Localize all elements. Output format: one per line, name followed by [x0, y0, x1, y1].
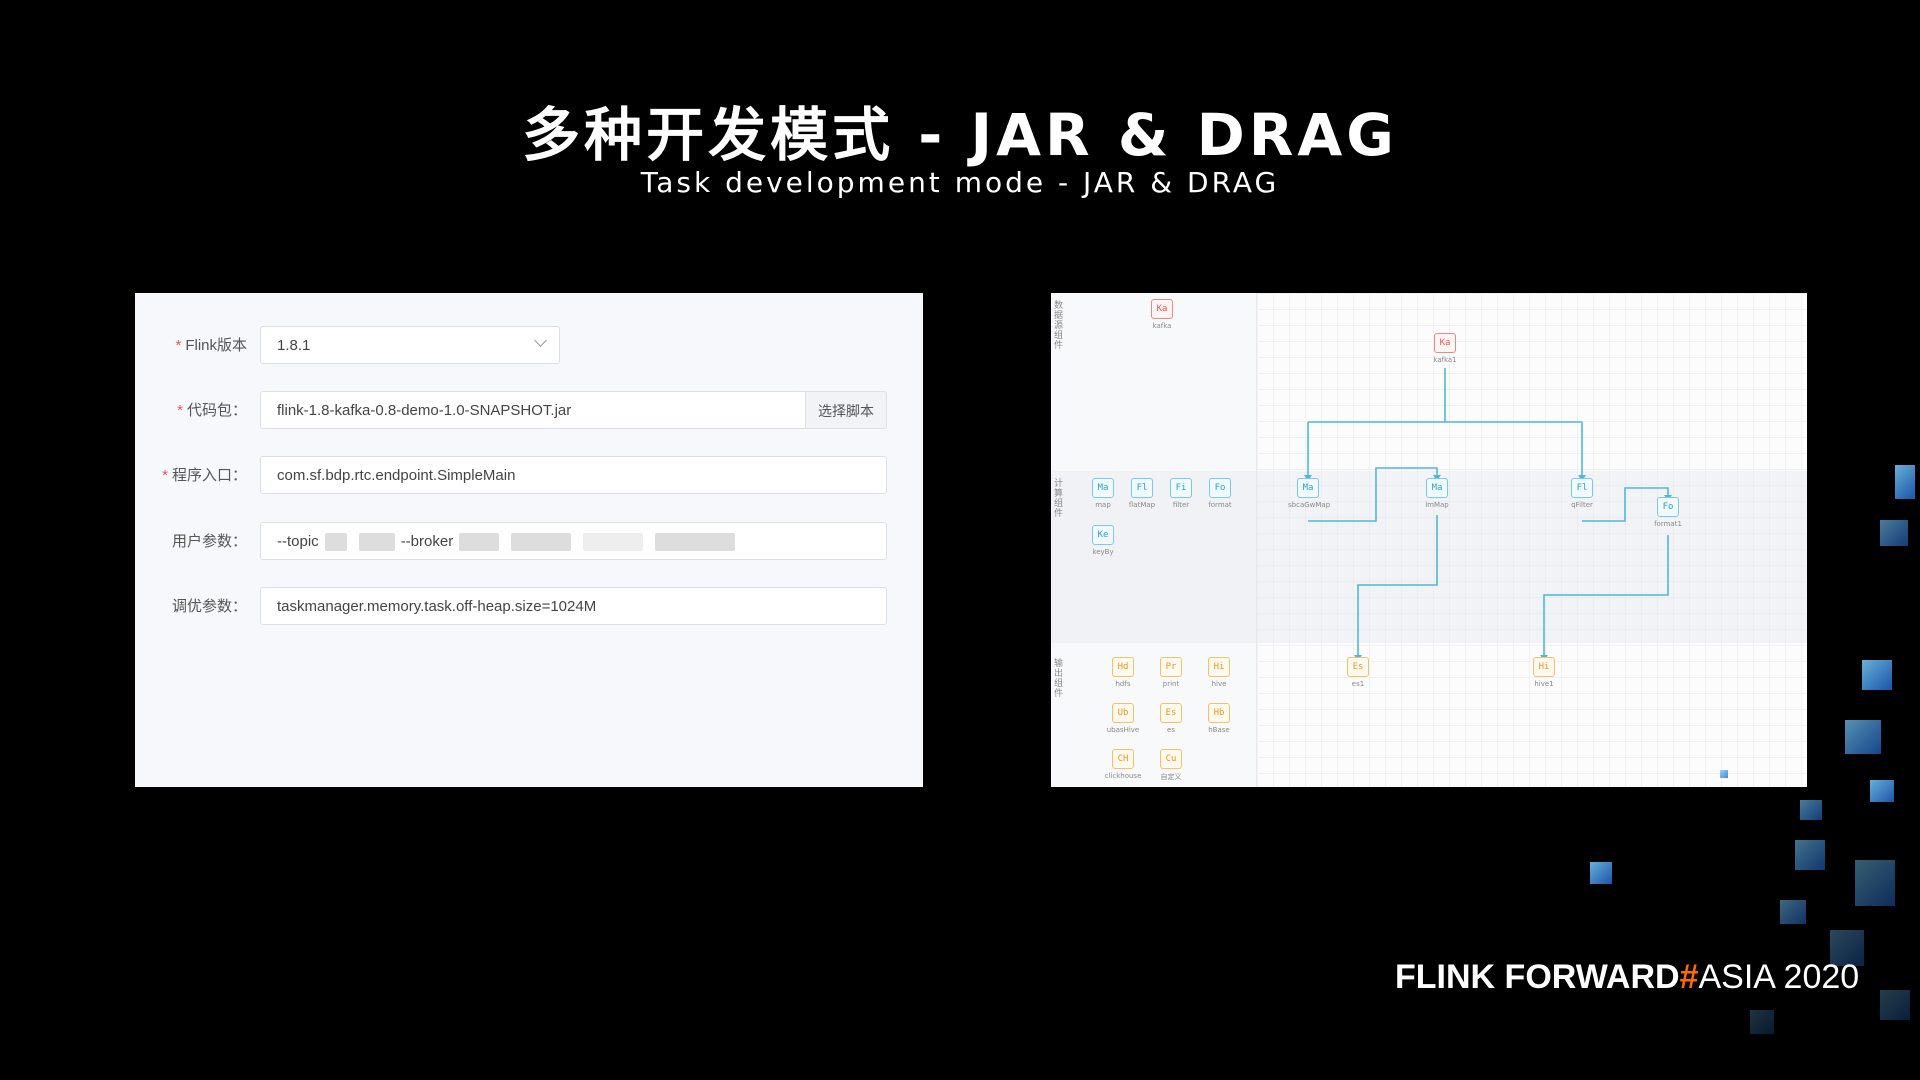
tuning-input[interactable]: taskmanager.memory.task.off-heap.size=10…: [260, 587, 887, 625]
slide-subtitle: Task development mode - JAR & DRAG: [640, 166, 1280, 199]
form-row-tuning: 调优参数： taskmanager.memory.task.off-heap.s…: [135, 587, 923, 627]
flink-version-select[interactable]: 1.8.1: [260, 326, 560, 364]
user-params-input[interactable]: --topic--broker: [260, 522, 887, 560]
link-format1-hive1: [1543, 535, 1669, 657]
compute-band: [1051, 471, 1807, 643]
form-row-user-params: 用户参数： --topic--broker: [135, 522, 923, 562]
user-params-label: 用户参数：: [171, 533, 247, 550]
link-lmmap-es1: [1357, 515, 1438, 657]
chevron-down-icon: [534, 334, 547, 347]
section-label-compute: 计算组件: [1054, 479, 1064, 519]
section-label-output: 输出组件: [1054, 659, 1064, 699]
code-package-input[interactable]: flink-1.8-kafka-0.8-demo-1.0-SNAPSHOT.ja…: [260, 391, 806, 429]
tuning-label: 调优参数：: [171, 598, 247, 615]
dag-links: [1304, 368, 1672, 661]
form-row-code-package: *代码包： flink-1.8-kafka-0.8-demo-1.0-SNAPS…: [135, 391, 923, 431]
flink-version-label: *Flink版本: [175, 337, 247, 354]
entry-label: *程序入口：: [162, 467, 247, 484]
form-row-entry: *程序入口： com.sf.bdp.rtc.endpoint.SimpleMai…: [135, 456, 923, 496]
section-label-source: 数据源组件: [1054, 301, 1064, 351]
link-sbcagwmap-lmmap: [1308, 467, 1438, 522]
link-kafka1-split: [1308, 368, 1582, 423]
dag-canvas[interactable]: [1257, 293, 1807, 787]
jar-form-panel: *Flink版本 1.8.1 *代码包： flink-1.8-kafka-0.8…: [135, 293, 923, 787]
slide-title: 多种开发模式 - JAR & DRAG: [522, 101, 1398, 169]
form-row-flink-version: *Flink版本 1.8.1: [135, 326, 923, 366]
select-script-button[interactable]: 选择脚本: [805, 391, 887, 429]
flink-forward-logo: FLINK FORWARD#ASIA 2020: [1395, 958, 1860, 996]
code-package-label: *代码包：: [177, 402, 247, 419]
link-qfilter-format1: [1582, 487, 1669, 522]
entry-input[interactable]: com.sf.bdp.rtc.endpoint.SimpleMain: [260, 456, 887, 494]
